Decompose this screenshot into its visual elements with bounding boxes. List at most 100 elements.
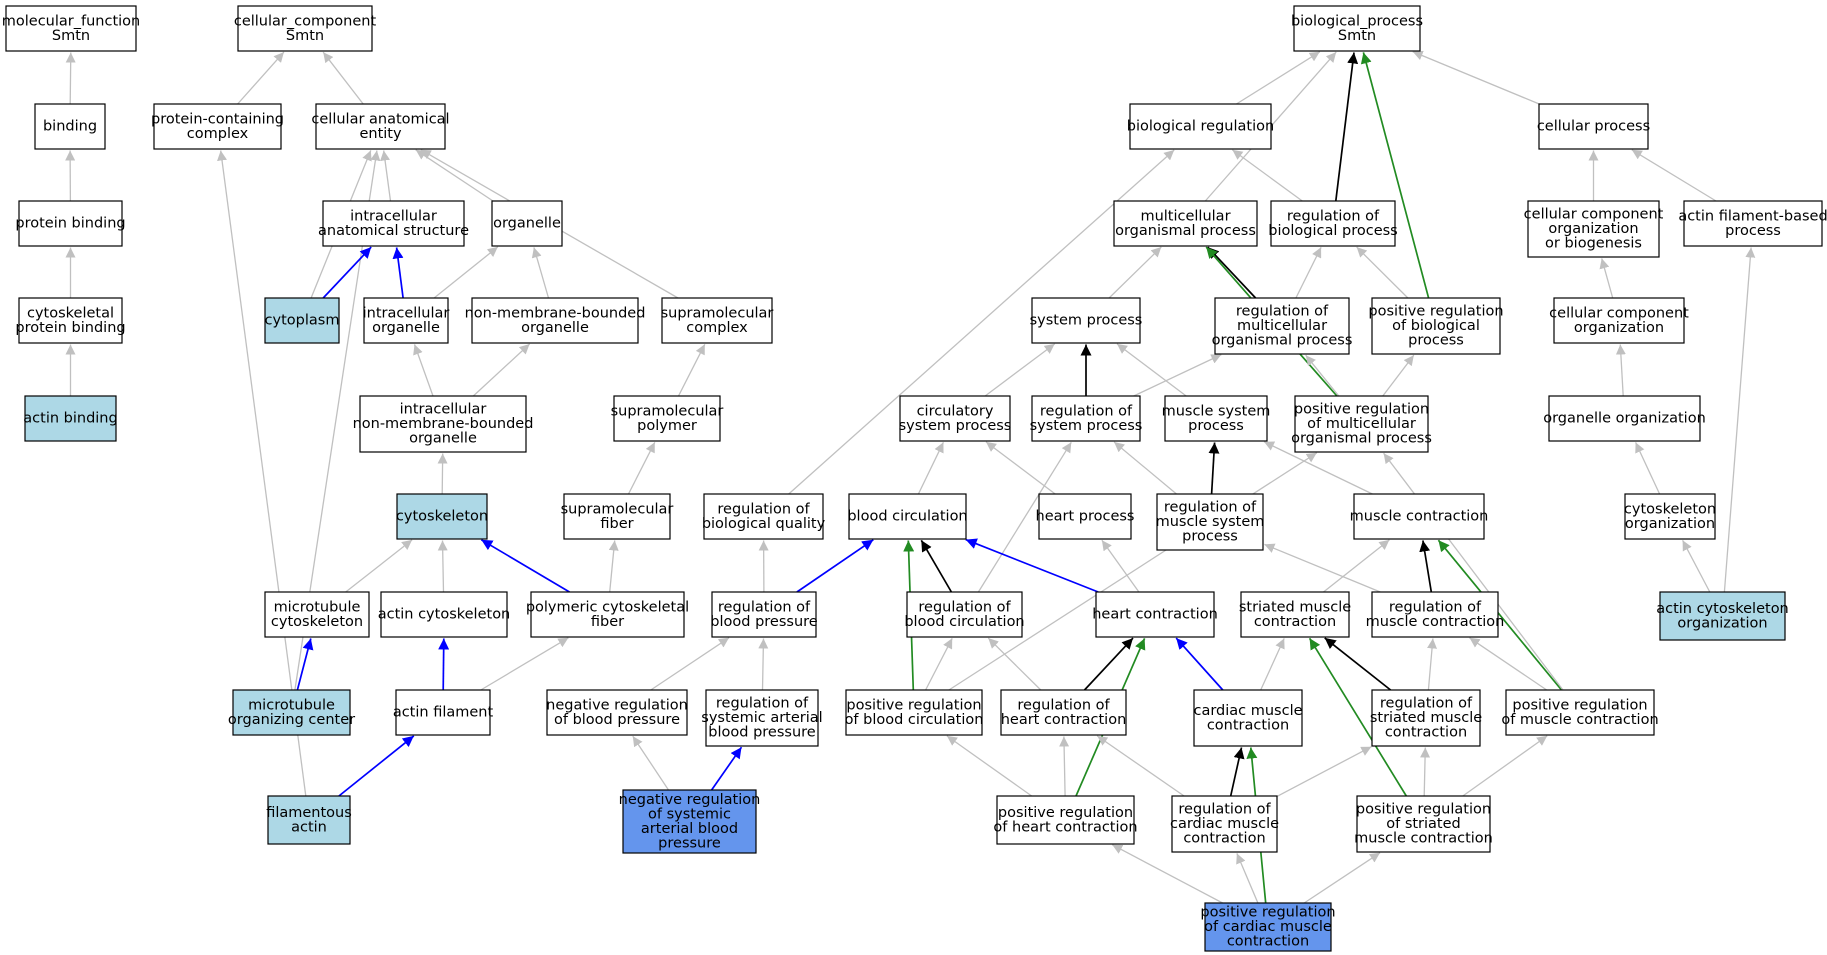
go-term-node-actin-binding[interactable]: actin binding	[23, 395, 118, 442]
node-box	[1548, 395, 1701, 442]
node-label-line: regulation of	[1380, 696, 1473, 712]
go-term-node-protein-binding[interactable]: protein binding	[15, 200, 126, 247]
go-term-node-actin-filament[interactable]: actin filament	[393, 689, 494, 736]
node-box	[546, 689, 688, 736]
node-label-line: striated muscle	[1370, 710, 1482, 726]
node-label-line: cellular anatomical	[311, 111, 449, 127]
node-label-line: process	[1408, 333, 1464, 349]
node-label-line: positive regulation	[1512, 697, 1647, 713]
edge-is-a	[1420, 747, 1431, 797]
node-box	[237, 5, 373, 52]
node-label-line: multicellular	[1140, 208, 1230, 224]
go-term-node-cytoskeleton[interactable]: cytoskeleton	[396, 493, 488, 540]
go-term-node-biological-regulation[interactable]: biological regulation	[1127, 103, 1274, 150]
edge-part-of	[438, 638, 450, 691]
go-term-node-heart-process[interactable]: heart process	[1036, 493, 1135, 540]
go-term-node-cytoplasm[interactable]: cytoplasm	[264, 297, 340, 344]
node-label-line: pressure	[658, 835, 721, 851]
node-box	[1553, 297, 1685, 344]
go-term-node-organelle-organization[interactable]: organelle organization	[1543, 395, 1706, 442]
go-term-node-cellular-process[interactable]: cellular process	[1537, 103, 1650, 150]
edge-part-of	[480, 539, 570, 593]
node-label-line: polymer	[637, 418, 697, 434]
node-label-line: cytoskeletal	[27, 305, 114, 321]
node-box	[18, 297, 123, 344]
go-term-node-heart-contraction[interactable]: heart contraction	[1092, 591, 1218, 638]
edge-regulates	[1229, 747, 1245, 797]
node-label-line: regulation of	[1017, 697, 1110, 713]
go-term-node-blood-circulation[interactable]: blood circulation	[847, 493, 968, 540]
node-label-line: supramolecular	[611, 403, 724, 419]
node-box	[491, 200, 563, 247]
node-label-line: of heart contraction	[993, 819, 1137, 835]
node-box	[359, 395, 527, 453]
edge-is-a	[608, 540, 619, 593]
edge-is-a	[1108, 246, 1162, 299]
go-term-node-intracellular-nmbo[interactable]: intracellularnon-membrane-boundedorganel…	[353, 395, 534, 453]
go-term-node-binding[interactable]: binding	[34, 103, 106, 150]
node-label-line: heart contraction	[1001, 712, 1127, 728]
node-label-line: contraction	[1207, 717, 1289, 733]
node-label-line: organizing center	[228, 712, 355, 728]
go-term-node-system-process[interactable]: system process	[1030, 297, 1143, 344]
node-box	[1624, 493, 1716, 540]
go-term-node-muscle-contraction[interactable]: muscle contraction	[1350, 493, 1489, 540]
edge-is-a	[1303, 852, 1381, 904]
node-box	[1204, 902, 1332, 952]
node-label-line: organelle organization	[1543, 411, 1706, 427]
go-term-node-organelle[interactable]: organelle	[491, 200, 563, 247]
node-label-line: blood circulation	[904, 614, 1024, 630]
go-term-node-actin-cytoskeleton[interactable]: actin cytoskeleton	[378, 591, 511, 638]
node-box	[622, 789, 757, 854]
edge-is-a	[985, 441, 1056, 495]
